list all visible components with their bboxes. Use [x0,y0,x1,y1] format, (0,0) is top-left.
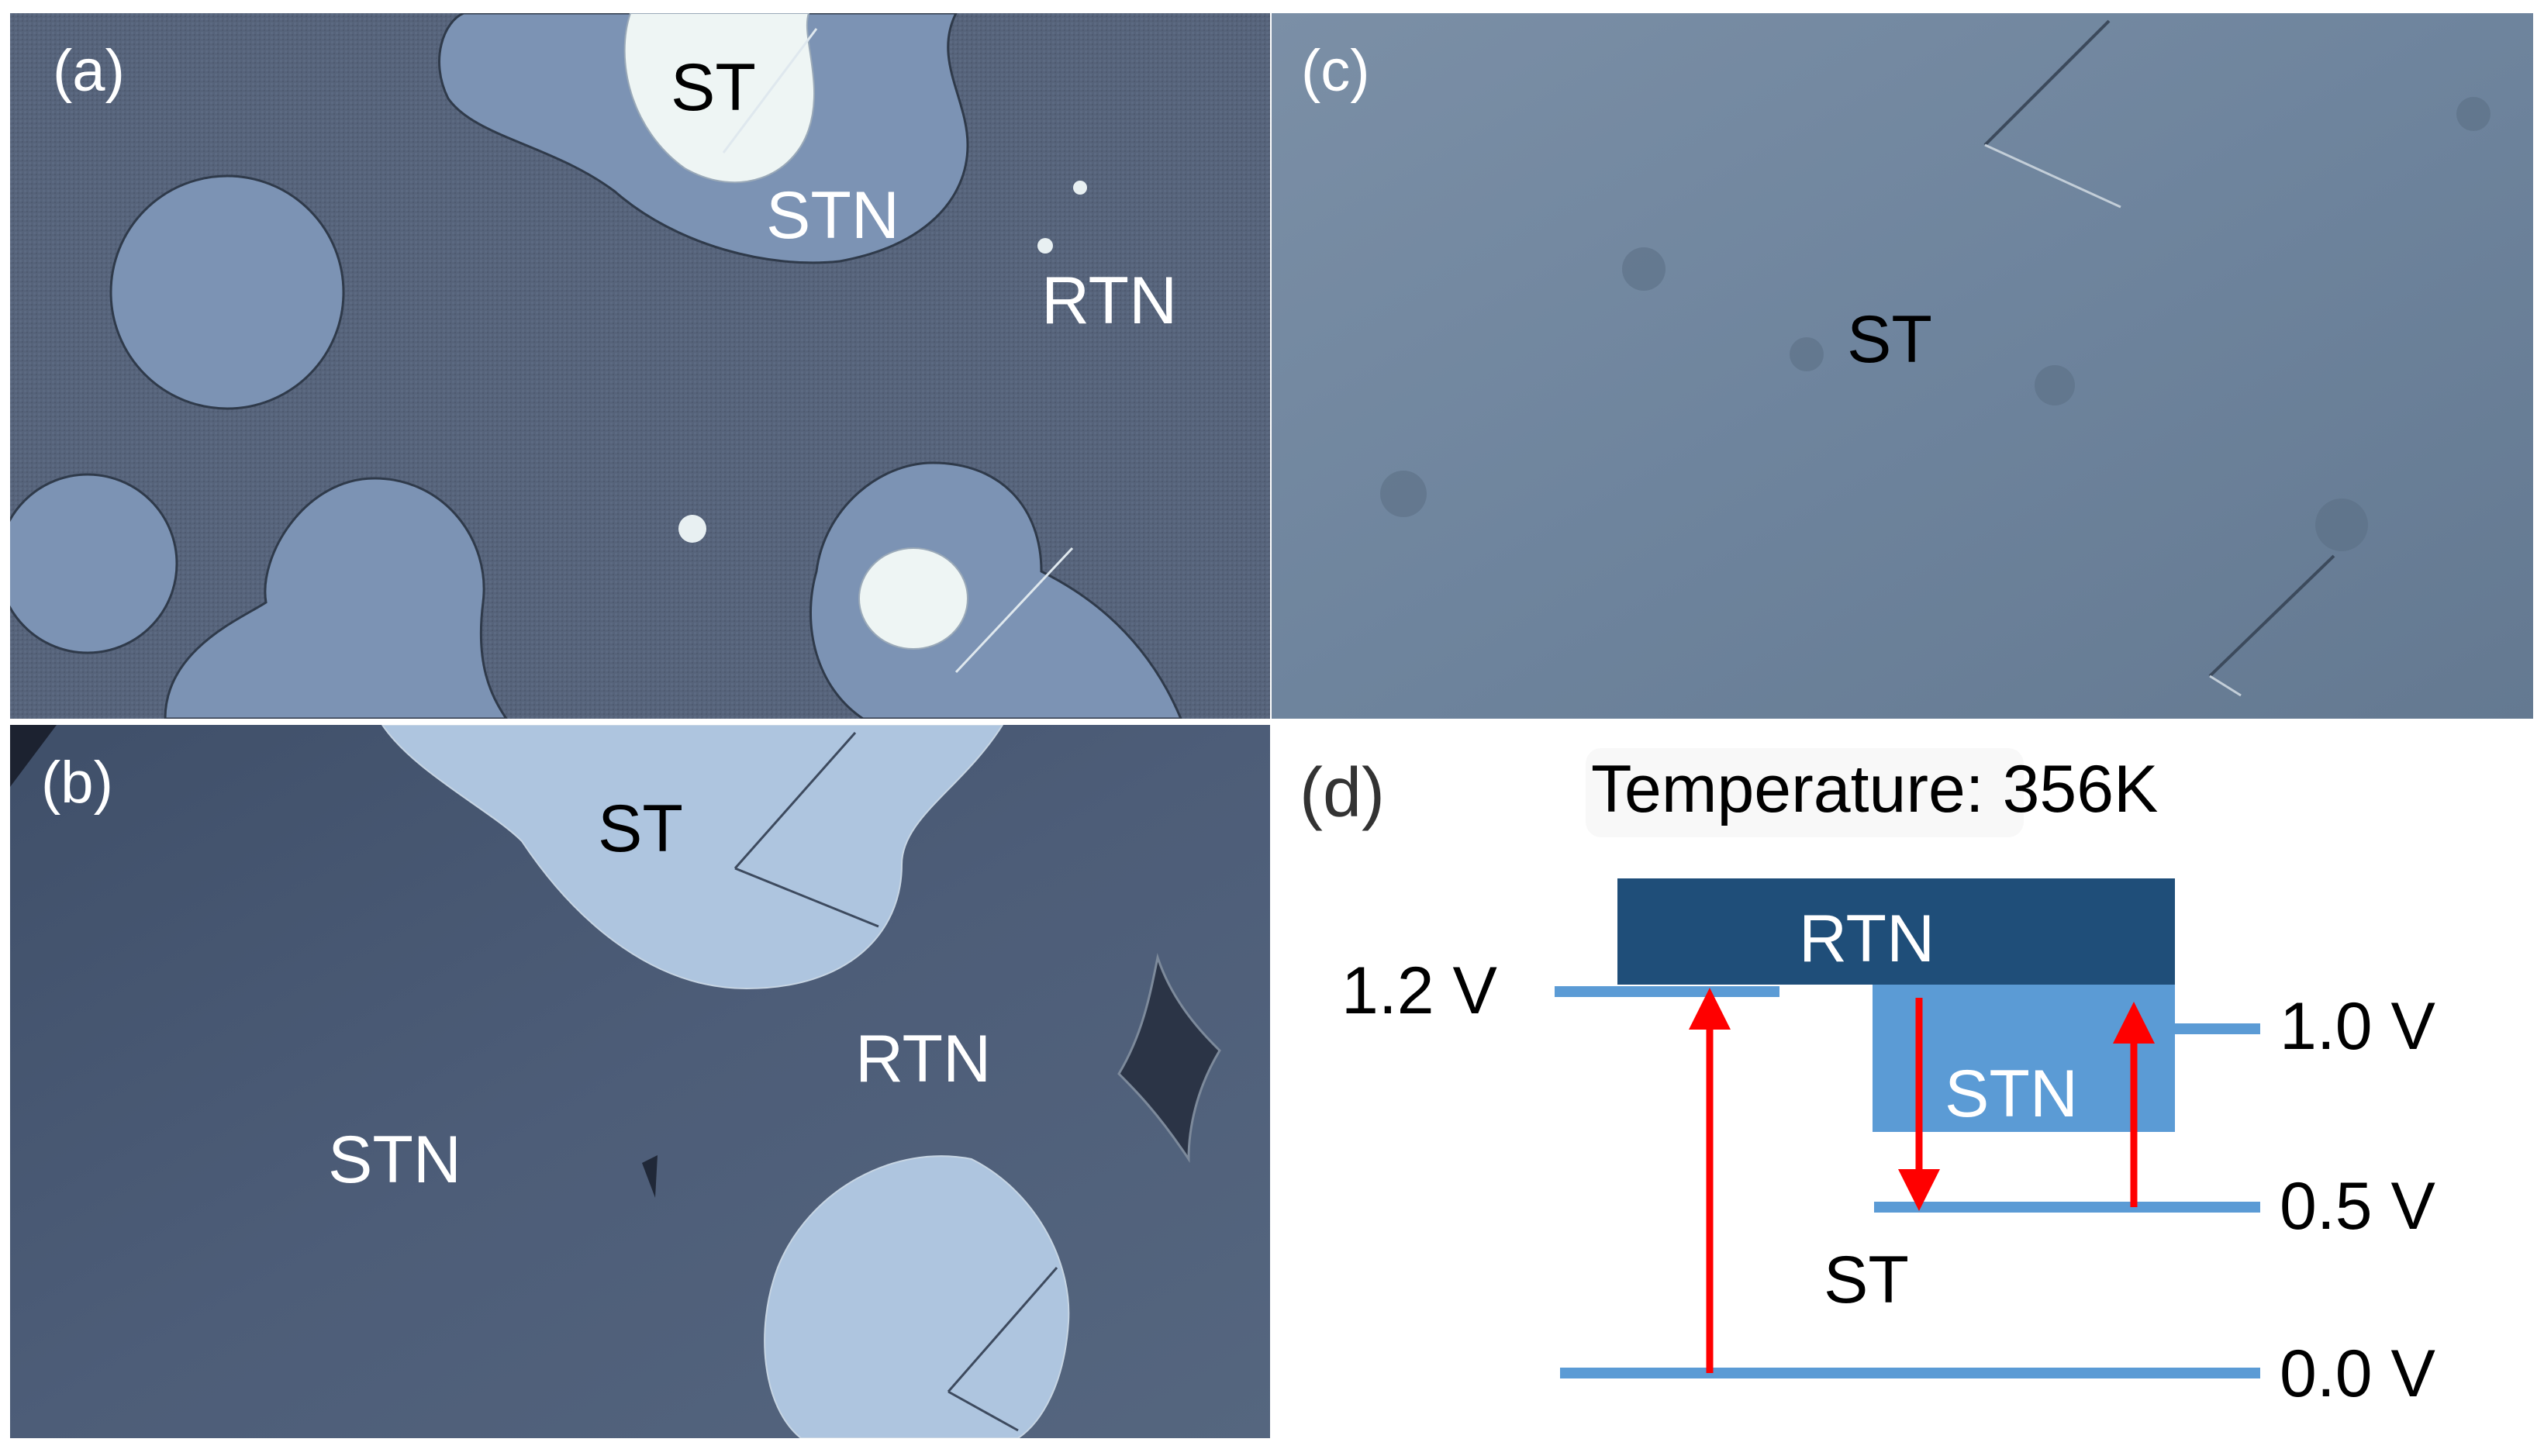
scratch-lines-light-c [1984,143,2242,697]
st-label-c: ST [1847,302,1932,377]
micrograph-panel-c: (c) ST [1272,13,2533,719]
voltage-label-0.5: 0.5 V [2280,1169,2435,1244]
voltage-label-1.0: 1.0 V [2280,989,2435,1064]
voltage-label-1.2: 1.2 V [1341,954,1497,1028]
micrograph-b: (b) ST RTN STN [10,725,1270,1438]
st-label-a: ST [671,50,756,125]
blur-spots-c [1380,97,2490,551]
dark-corner-b [10,725,57,787]
temperature-box [1586,748,2024,837]
substrate-background-c [1272,13,2533,719]
scratch-lines-a [722,28,1074,674]
st-phase-label: ST [1824,1243,1909,1317]
st-regions-b [381,725,1070,1438]
stn-phase-box-lower [1873,1031,2175,1132]
rtn-phase-box [1617,878,2175,985]
panel-d-letter: (d) [1300,754,1385,832]
rtn-label-b: RTN [855,1022,991,1096]
st-label-b: ST [598,792,683,866]
bright-defects-a [678,181,1087,543]
panel-a-letter: (a) [53,38,125,104]
panel-c-letter: (c) [1301,38,1370,104]
stn-label-b: STN [328,1123,461,1197]
stn-label-a: STN [766,178,899,253]
st-regions-a [623,13,968,650]
small-defect-b [642,1155,658,1198]
rtn-label-a: RTN [1041,264,1177,338]
rtn-phase-label: RTN [1799,902,1935,976]
panel-b-letter: (b) [41,750,113,816]
scratch-lines-b [734,732,1058,1432]
micrograph-panel-a: (a) ST STN RTN [10,13,1270,719]
voltage-phase-diagram: (d) Temperature: 356K RTN STN ST 1.2 V 1… [1300,748,2435,1411]
stn-phase-label: STN [1945,1057,2078,1131]
micrograph-c: (c) ST [1272,13,2533,719]
scratch-lines-c [1983,19,2335,678]
micrograph-panel-b: (b) ST RTN STN [10,725,1270,1438]
phase-diagram-panel-d: (d) Temperature: 356K RTN STN ST 1.2 V 1… [1272,725,2544,1456]
voltage-label-0.0: 0.0 V [2280,1337,2435,1411]
micrograph-a: (a) ST STN RTN [10,13,1270,719]
dark-flake-b [1117,953,1221,1163]
temperature-label: Temperature: 356K [1591,752,2158,826]
